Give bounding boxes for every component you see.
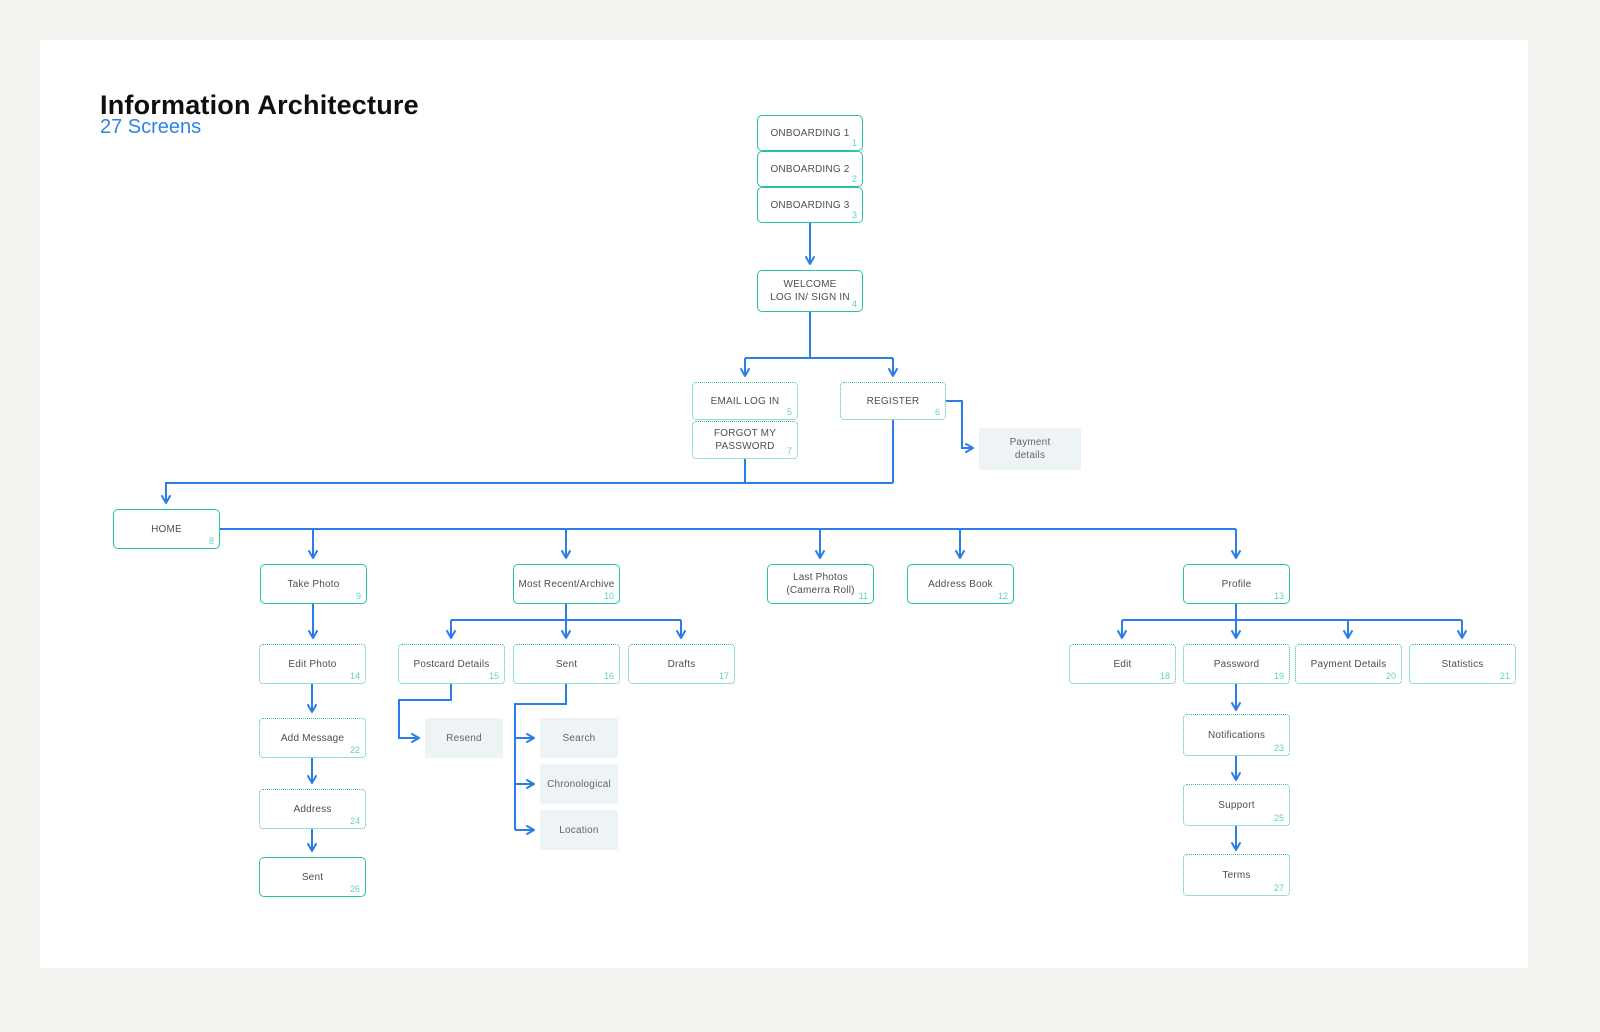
node-support: Support 25 xyxy=(1183,784,1290,826)
node-label: REGISTER xyxy=(866,395,920,407)
node-terms: Terms 27 xyxy=(1183,854,1290,896)
node-label: Postcard Details xyxy=(413,658,490,670)
node-label: Sent xyxy=(301,871,324,883)
node-last-photos-camera-roll: Last Photos (Camerra Roll)11 xyxy=(767,564,874,604)
node-label: Statistics xyxy=(1441,658,1484,670)
node-number: 26 xyxy=(349,884,360,894)
node-label: Location xyxy=(559,824,599,836)
node-add-message: Add Message 22 xyxy=(259,718,366,758)
node-take-photo: Take Photo 9 xyxy=(260,564,367,604)
node-number: 10 xyxy=(603,591,614,601)
node-location-note: Location xyxy=(540,810,618,850)
node-number: 11 xyxy=(858,591,868,601)
node-label: Sent xyxy=(555,658,578,670)
node-number: 19 xyxy=(1273,671,1284,681)
node-edit-photo: Edit Photo 14 xyxy=(259,644,366,684)
page-title: Information Architecture xyxy=(100,90,419,121)
node-label: Terms xyxy=(1222,869,1251,881)
node-label: Add Message xyxy=(280,732,345,744)
node-label: Address xyxy=(293,803,332,815)
node-edit: Edit 18 xyxy=(1069,644,1176,684)
node-label: Drafts xyxy=(667,658,696,670)
node-number: 18 xyxy=(1159,671,1170,681)
node-number: 5 xyxy=(786,407,792,417)
node-label: FORGOT MY PASSWORD xyxy=(713,428,777,452)
node-forgot-my-password: FORGOT MY PASSWORD 7 xyxy=(692,421,798,459)
node-register: REGISTER 6 xyxy=(840,382,946,420)
node-address: Address 24 xyxy=(259,789,366,829)
node-label: HOME xyxy=(151,523,182,535)
node-label: WELCOME LOG IN/ SIGN IN xyxy=(770,279,850,303)
node-password: Password 19 xyxy=(1183,644,1290,684)
node-number: 9 xyxy=(355,591,361,601)
node-label: Most Recent/Archive xyxy=(518,578,615,590)
node-number: 8 xyxy=(208,536,214,546)
node-number: 25 xyxy=(1273,813,1284,823)
node-label: ONBOARDING 1 xyxy=(770,127,850,139)
node-home: HOME 8 xyxy=(113,509,220,549)
node-number: 2 xyxy=(851,174,857,184)
node-email-log-in: EMAIL LOG IN 5 xyxy=(692,382,798,420)
node-number: 27 xyxy=(1273,883,1284,893)
node-payment-details-note: Payment details xyxy=(979,428,1081,470)
node-label: ONBOARDING 2 xyxy=(770,163,850,175)
node-resend-note: Resend xyxy=(425,718,503,758)
node-number: 16 xyxy=(603,671,614,681)
node-statistics: Statistics 21 xyxy=(1409,644,1516,684)
node-label: ONBOARDING 3 xyxy=(770,199,850,211)
node-number: 22 xyxy=(349,745,360,755)
node-search-note: Search xyxy=(540,718,618,758)
node-label: Last Photos (Camerra Roll) xyxy=(786,572,855,596)
node-label: Resend xyxy=(446,732,482,744)
node-number: 15 xyxy=(488,671,499,681)
screen-count-subtitle: 27 Screens xyxy=(100,116,202,138)
node-label: Edit Photo xyxy=(288,658,337,670)
node-number: 14 xyxy=(349,671,360,681)
node-label: Chronological xyxy=(547,778,611,790)
node-label: Profile xyxy=(1221,578,1252,590)
node-number: 21 xyxy=(1499,671,1510,681)
node-label: Notifications xyxy=(1207,729,1266,741)
node-number: 4 xyxy=(851,299,857,309)
node-label: EMAIL LOG IN xyxy=(710,395,780,407)
node-number: 3 xyxy=(851,210,857,220)
node-number: 12 xyxy=(997,591,1008,601)
node-number: 1 xyxy=(851,138,857,148)
node-number: 7 xyxy=(786,446,792,456)
node-number: 6 xyxy=(934,407,940,417)
node-number: 24 xyxy=(349,816,360,826)
node-label: Edit xyxy=(1113,658,1132,670)
node-label: Support xyxy=(1218,799,1255,811)
node-number: 17 xyxy=(718,671,729,681)
node-label: Password xyxy=(1213,658,1260,670)
node-profile: Profile 13 xyxy=(1183,564,1290,604)
node-chronological-note: Chronological xyxy=(540,764,618,804)
node-label: Payment Details xyxy=(1310,658,1387,670)
node-label: Address Book xyxy=(928,578,993,590)
node-number: 23 xyxy=(1273,743,1284,753)
node-sent-folder: Sent 16 xyxy=(513,644,620,684)
node-sent-final: Sent 26 xyxy=(259,857,366,897)
node-number: 20 xyxy=(1385,671,1396,681)
node-label: Search xyxy=(562,732,596,744)
node-number: 13 xyxy=(1273,591,1284,601)
node-notifications: Notifications 23 xyxy=(1183,714,1290,756)
node-label: Payment details xyxy=(1009,437,1051,461)
node-drafts: Drafts 17 xyxy=(628,644,735,684)
node-label: Take Photo xyxy=(287,578,340,590)
node-address-book: Address Book 12 xyxy=(907,564,1014,604)
